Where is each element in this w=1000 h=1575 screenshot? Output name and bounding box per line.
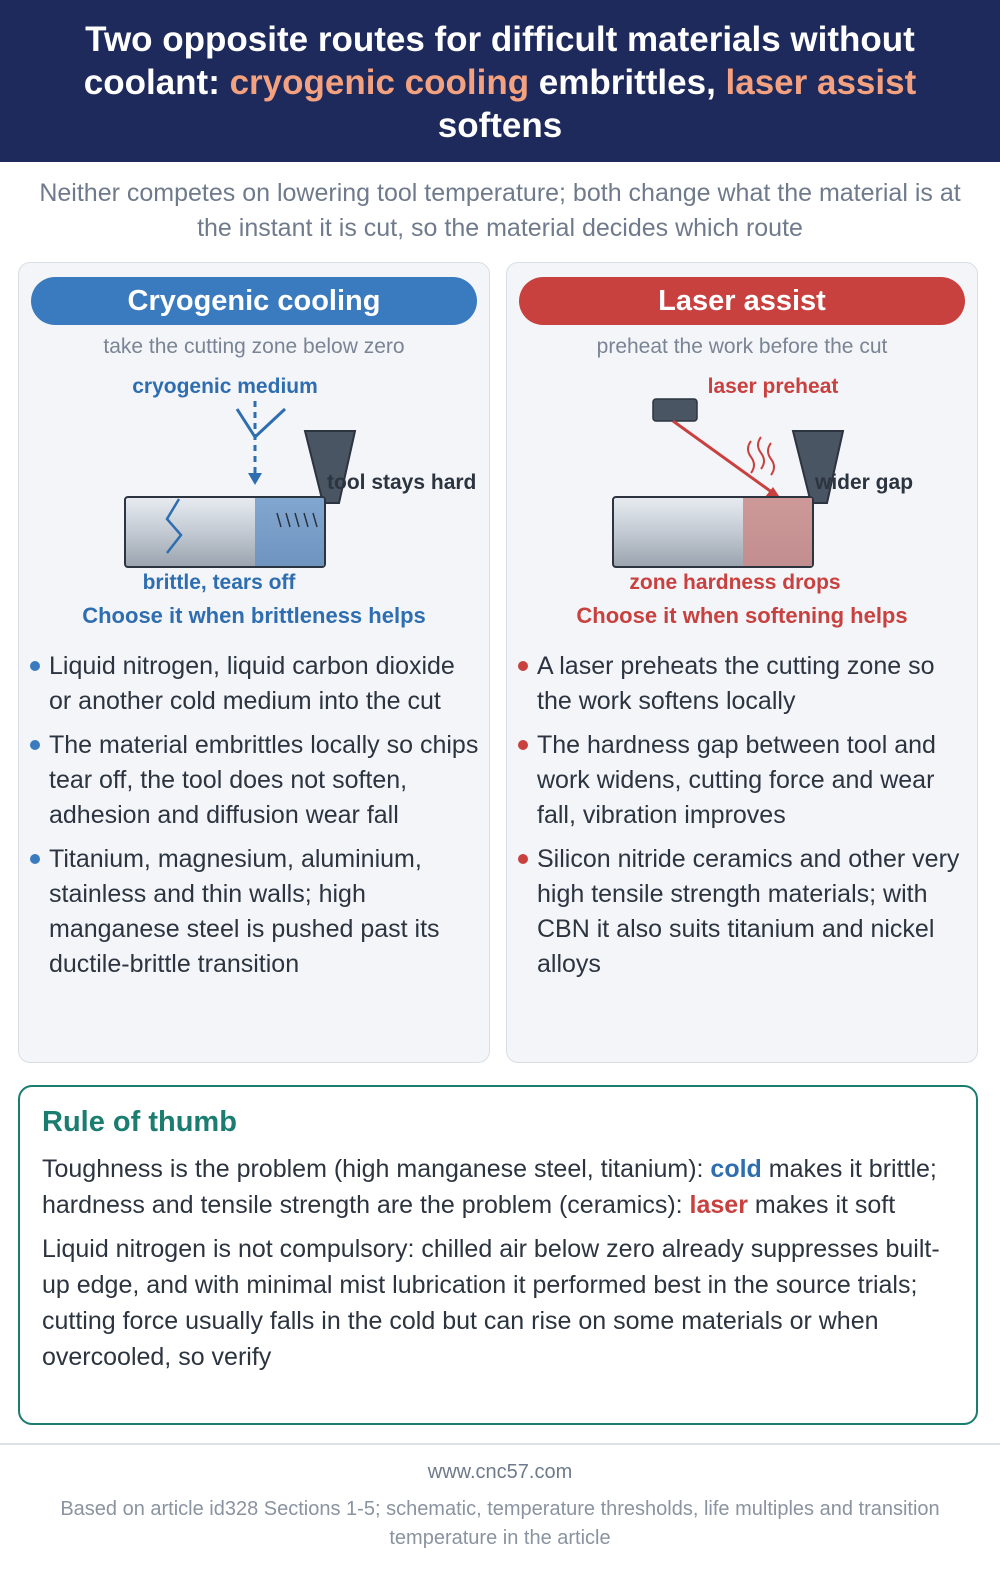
rule-text: makes it soft (747, 1191, 896, 1219)
cryogenic-title-pill: Cryogenic cooling (31, 277, 477, 325)
list-item: Liquid nitrogen, liquid carbon dioxide o… (30, 649, 479, 719)
title-highlight-cryogenic: cryogenic cooling (229, 63, 530, 102)
rule-paragraph-2: Liquid nitrogen is not compulsory: chill… (42, 1235, 940, 1371)
cryogenic-choose-text: Choose it when brittleness helps (82, 603, 426, 628)
cryogenic-panel: Cryogenic cooling take the cutting zone … (18, 262, 490, 1063)
laser-panel: Laser assist preheat the work before the… (506, 262, 978, 1063)
laser-workpiece (612, 496, 814, 568)
page-subtitle: Neither competes on lowering tool temper… (39, 179, 961, 242)
laser-tool-icon (791, 430, 845, 504)
bullet-dot-icon (518, 854, 528, 864)
laser-schematic: laser preheat wider gap zone hardness dr… (612, 375, 913, 594)
cryogenic-workpiece (124, 496, 326, 568)
rule-of-thumb-box: Rule of thumb Toughness is the problem (… (18, 1085, 978, 1425)
laser-bullet-list: A laser preheats the cutting zone so the… (518, 649, 967, 991)
cryogenic-tool-label: tool stays hard (327, 471, 476, 494)
bullet-text: The hardness gap between tool and work w… (537, 731, 936, 829)
list-item: The material embrittles locally so chips… (30, 728, 479, 833)
laser-title-pill: Laser assist (519, 277, 965, 325)
bullet-dot-icon (518, 740, 528, 750)
bullet-text: Liquid nitrogen, liquid carbon dioxide o… (49, 652, 455, 715)
laser-tool-label: wider gap (814, 471, 913, 494)
cryogenic-flow-arrow-icon (248, 401, 262, 485)
list-item: The hardness gap between tool and work w… (518, 728, 967, 833)
rule-paragraph-1: Toughness is the problem (high manganese… (42, 1151, 954, 1223)
bullet-text: The material embrittles locally so chips… (49, 731, 479, 829)
laser-choose-text: Choose it when softening helps (576, 603, 908, 628)
footer-source-note: Based on article id328 Sections 1-5; sch… (60, 1498, 940, 1549)
title-text-3: softens (437, 106, 563, 145)
heat-waves-icon (747, 436, 775, 476)
title-highlight-laser: laser assist (725, 63, 917, 102)
cryogenic-nozzle-icon (235, 407, 287, 439)
bullet-text: Titanium, magnesium, aluminium, stainles… (49, 845, 440, 978)
bullet-text: Silicon nitride ceramics and other very … (537, 845, 960, 978)
list-item: Silicon nitride ceramics and other very … (518, 842, 967, 982)
page-header: Two opposite routes for difficult materi… (0, 0, 1000, 162)
laser-preheat-label: laser preheat (708, 375, 839, 398)
title-text-1: Two opposite routes for difficult materi… (83, 20, 915, 102)
crack-icon (165, 498, 183, 554)
footer-site-link[interactable]: www.cnc57.com (427, 1461, 573, 1483)
title-text-2: embrittles, (529, 63, 726, 102)
laser-work-label: zone hardness drops (629, 571, 840, 594)
rule-text: makes it brittle; hardness and tensile s… (42, 1155, 937, 1219)
bullet-dot-icon (30, 740, 40, 750)
keyword-laser: laser (689, 1191, 748, 1219)
cryogenic-tool-icon (303, 430, 357, 504)
page-title: Two opposite routes for difficult materi… (40, 18, 960, 147)
cryogenic-medium-label: cryogenic medium (132, 375, 318, 398)
laser-head-icon (652, 398, 698, 422)
bullet-text: A laser preheats the cutting zone so the… (537, 652, 935, 715)
keyword-cold: cold (710, 1155, 762, 1183)
bullet-dot-icon (518, 661, 528, 671)
list-item: A laser preheats the cutting zone so the… (518, 649, 967, 719)
laser-subtitle: preheat the work before the cut (596, 335, 888, 358)
rule-of-thumb-title: Rule of thumb (42, 1106, 237, 1138)
list-item: Titanium, magnesium, aluminium, stainles… (30, 842, 479, 982)
footer-divider (0, 1443, 1000, 1445)
rule-text: Toughness is the problem (high manganese… (42, 1155, 711, 1183)
cryogenic-bullet-list: Liquid nitrogen, liquid carbon dioxide o… (30, 649, 479, 991)
bullet-dot-icon (30, 854, 40, 864)
cryogenic-work-label: brittle, tears off (143, 571, 297, 594)
cryogenic-schematic: cryogenic medium tool stays hard b (124, 375, 476, 594)
bullet-dot-icon (30, 661, 40, 671)
brittle-chip-marks-icon (276, 512, 318, 528)
cryogenic-subtitle: take the cutting zone below zero (103, 335, 405, 358)
